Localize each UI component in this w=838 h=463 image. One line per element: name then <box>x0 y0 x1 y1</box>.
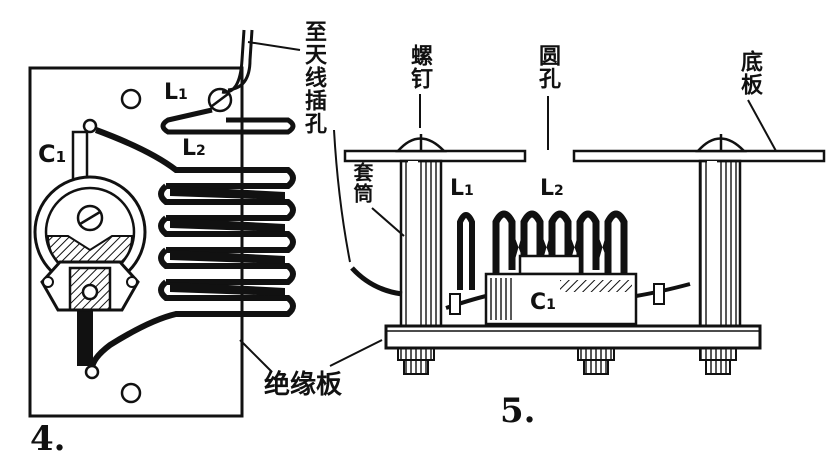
label-c1-fig5: C1 <box>530 290 556 315</box>
figure-5 <box>329 94 826 375</box>
label-l1-fig5: L1 <box>450 176 474 201</box>
label-c1-fig4: C1 <box>38 140 67 168</box>
label-insulating-board: 绝缘板 <box>264 370 343 400</box>
mounting-hole <box>120 382 142 404</box>
label-l2-fig4: L2 <box>182 136 206 161</box>
figure-number-4: 4. <box>30 419 66 459</box>
label-round-hole: 圆孔 <box>535 44 560 90</box>
chassis-plate-left <box>343 149 527 163</box>
capacitor-c1 <box>33 130 147 366</box>
label-sleeve: 套筒 <box>350 162 374 204</box>
label-l1-fig4: L1 <box>164 80 188 105</box>
label-antenna-jack: 至天线插孔 <box>301 20 326 135</box>
coil-l1 <box>160 107 296 135</box>
label-chassis: 底板 <box>737 50 762 96</box>
chassis-plate-right <box>572 149 826 163</box>
figure-4 <box>28 29 301 418</box>
coil-l2 <box>88 127 296 373</box>
antenna-wire <box>350 266 403 297</box>
capacitor-c1-side <box>484 254 638 326</box>
figure-number-5: 5. <box>500 391 536 431</box>
mounting-hole <box>120 88 142 110</box>
label-screw: 螺钉 <box>407 44 432 90</box>
antenna-lead <box>221 29 246 94</box>
label-l2-fig5: L2 <box>540 176 564 201</box>
insulating-board-5 <box>384 324 762 350</box>
sleeve-left <box>399 159 443 329</box>
coil-l2-side <box>492 210 628 290</box>
insulating-board-4 <box>28 66 244 418</box>
nuts <box>397 347 737 375</box>
sleeve-right <box>698 159 742 329</box>
coil-l1-side <box>457 212 475 290</box>
